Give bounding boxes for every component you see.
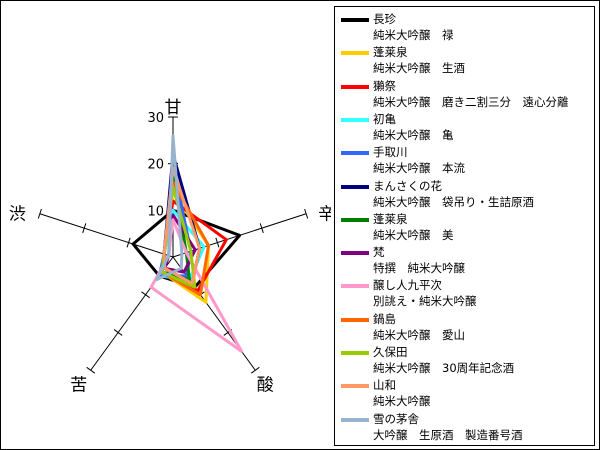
legend-label-2: 獺祭 純米大吟醸 磨き二割三分 遠心分離 bbox=[373, 78, 569, 109]
legend-label-4: 手取川 純米大吟醸 本流 bbox=[373, 145, 465, 176]
legend-label-1: 蓬莱泉 純米大吟醸 生酒 bbox=[373, 45, 465, 76]
legend-label-12: 雪の茅舎 大吟醸 生原酒 製造番号酒 bbox=[373, 411, 523, 442]
tick-label-2: 30 bbox=[147, 111, 164, 126]
legend-item-4: 手取川 純米大吟醸 本流 bbox=[335, 144, 594, 179]
axis-tick-4-1 bbox=[82, 223, 87, 234]
legend-label-10: 久保田 純米大吟醸 30周年記念酒 bbox=[373, 345, 515, 375]
legend-item-5: まんさくの花 純米大吟醸 袋吊り・生詰原酒 bbox=[335, 178, 594, 213]
tick-label-0: 10 bbox=[147, 204, 164, 219]
legend-item-11: 山和 純米大吟醸 bbox=[335, 377, 594, 412]
legend-label-5: まんさくの花 純米大吟醸 袋吊り・生詰原酒 bbox=[373, 178, 534, 209]
axis-tick-4-0 bbox=[126, 237, 131, 248]
axis-line-2 bbox=[172, 256, 256, 371]
legend-swatch-10 bbox=[341, 351, 369, 355]
axis-tick-2-2 bbox=[250, 366, 260, 374]
legend-swatch-8 bbox=[341, 284, 369, 289]
axis-label-3: 苦 bbox=[70, 375, 87, 395]
legend-item-1: 蓬莱泉 純米大吟醸 生酒 bbox=[335, 44, 594, 79]
axis-label-1: 辛 bbox=[318, 205, 331, 225]
axis-tick-1-0 bbox=[215, 237, 220, 248]
legend-label-3: 初亀 純米大吟醸 亀 bbox=[373, 111, 454, 142]
axis-tick-3-2 bbox=[86, 366, 96, 374]
legend-swatch-0 bbox=[341, 18, 369, 22]
legend-item-8: 醸し人九平次 別誂え・純米大吟醸 bbox=[335, 277, 594, 312]
axis-label-4: 渋 bbox=[9, 205, 26, 225]
legend-swatch-5 bbox=[341, 184, 369, 189]
axis-tick-3-0 bbox=[141, 291, 150, 299]
legend-swatch-3 bbox=[341, 117, 369, 122]
legend-label-9: 鍋島 純米大吟醸 愛山 bbox=[373, 311, 465, 342]
legend-item-9: 鍋島 純米大吟醸 愛山 bbox=[335, 311, 594, 346]
axis-tick-1-2 bbox=[304, 208, 309, 219]
legend-swatch-4 bbox=[341, 151, 369, 156]
legend-label-7: 梵 特撰 純米大吟醸 bbox=[373, 245, 465, 276]
legend-swatch-12 bbox=[341, 417, 369, 422]
legend: 長珍 純米大吟醸 禄蓬莱泉 純米大吟醸 生酒獺祭 純米大吟醸 磨き二割三分 遠心… bbox=[334, 6, 595, 446]
legend-swatch-9 bbox=[341, 317, 369, 322]
legend-item-10: 久保田 純米大吟醸 30周年記念酒 bbox=[335, 344, 594, 379]
legend-label-0: 長珍 純米大吟醸 禄 bbox=[373, 12, 454, 42]
axis-label-0: 甘 bbox=[165, 98, 182, 118]
legend-item-6: 蓬莱泉 純米大吟醸 美 bbox=[335, 211, 594, 246]
axis-line-4 bbox=[39, 213, 174, 258]
legend-swatch-1 bbox=[341, 51, 369, 56]
axis-label-2: 酸 bbox=[257, 375, 274, 395]
legend-item-2: 獺祭 純米大吟醸 磨き二割三分 遠心分離 bbox=[335, 78, 594, 113]
legend-item-7: 梵 特撰 純米大吟醸 bbox=[335, 244, 594, 279]
axis-tick-1-1 bbox=[259, 223, 264, 234]
legend-item-3: 初亀 純米大吟醸 亀 bbox=[335, 111, 594, 146]
series-line-11 bbox=[162, 166, 202, 285]
legend-swatch-2 bbox=[341, 84, 369, 89]
tick-label-1: 20 bbox=[147, 158, 164, 173]
legend-label-8: 醸し人九平次 別誂え・純米大吟醸 bbox=[373, 278, 477, 309]
legend-swatch-11 bbox=[341, 384, 369, 389]
legend-item-12: 雪の茅舎 大吟醸 生原酒 製造番号酒 bbox=[335, 411, 594, 445]
axis-tick-3-1 bbox=[113, 329, 123, 336]
legend-label-11: 山和 純米大吟醸 bbox=[373, 378, 431, 409]
legend-swatch-7 bbox=[341, 251, 369, 256]
radar-series bbox=[131, 134, 244, 353]
legend-label-6: 蓬莱泉 純米大吟醸 美 bbox=[373, 211, 454, 242]
legend-swatch-6 bbox=[341, 217, 369, 222]
legend-item-0: 長珍 純米大吟醸 禄 bbox=[335, 11, 594, 46]
axis-tick-4-2 bbox=[37, 208, 42, 219]
series-line-12 bbox=[155, 134, 184, 282]
